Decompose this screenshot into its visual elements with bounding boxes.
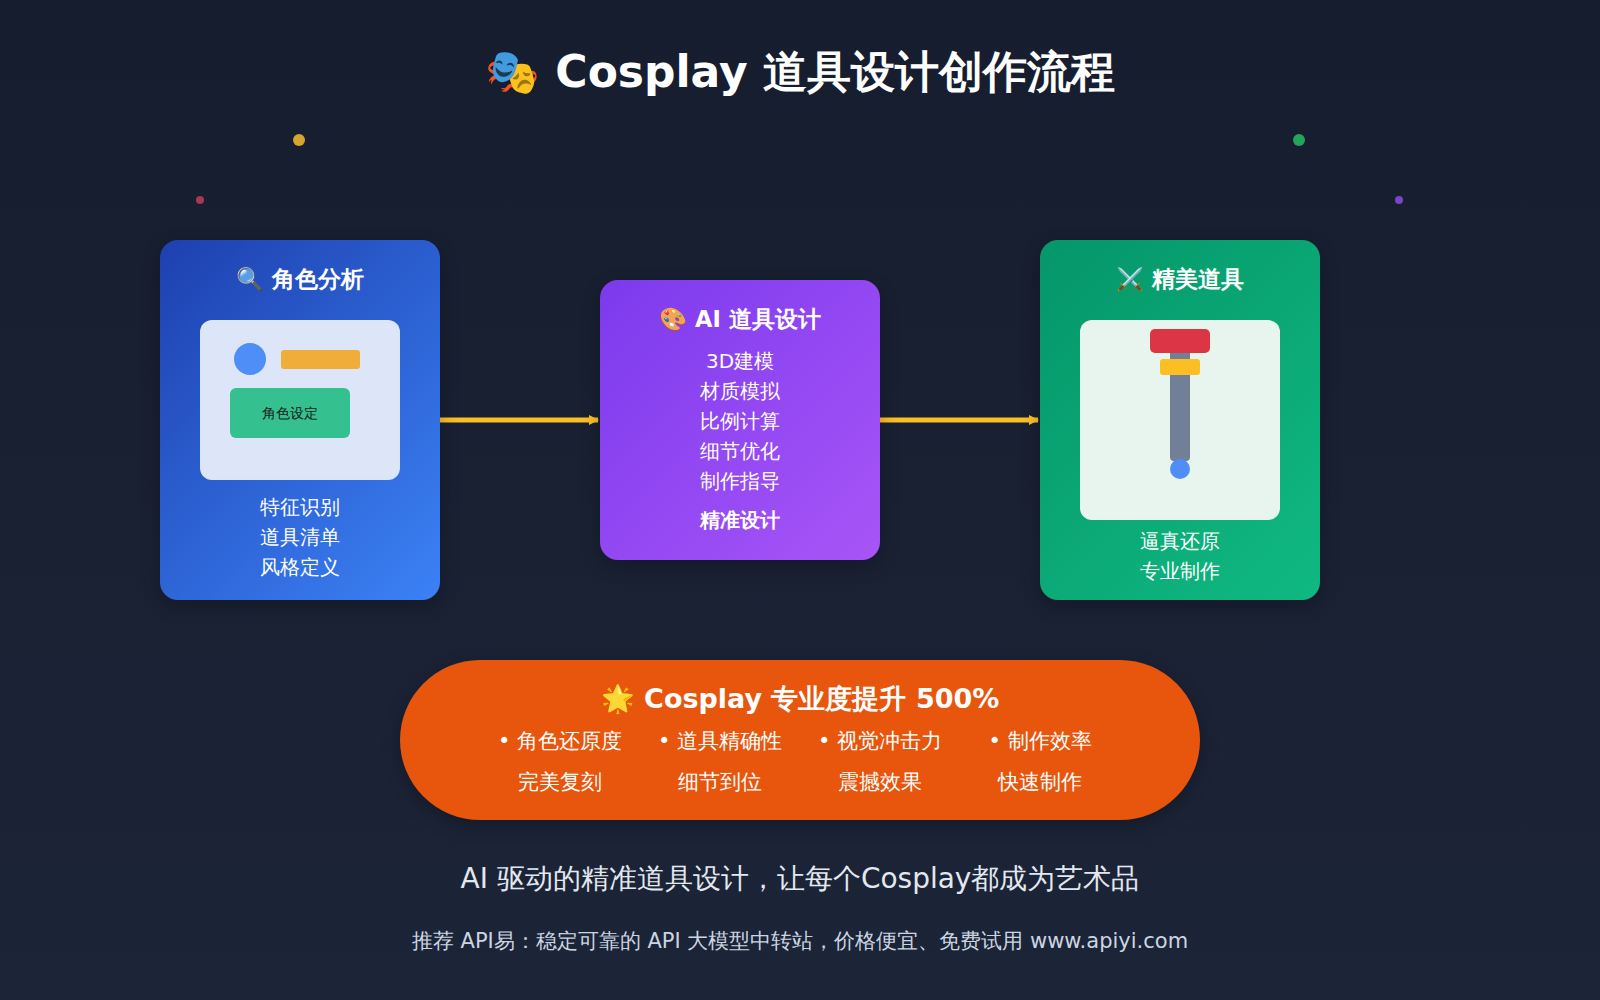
sword-illustration xyxy=(1080,320,1280,520)
name-bar xyxy=(281,350,360,369)
box-emphasis: 精准设计 xyxy=(600,506,880,536)
sword-pommel xyxy=(1170,459,1190,479)
benefit-pill: 🌟 Cosplay 专业度提升 500% • 角色还原度完美复刻• 道具精确性细节… xyxy=(400,660,1200,820)
box-body-lines: 3D建模 材质模拟 比例计算 细节优化 制作指导 xyxy=(700,346,780,496)
footer-note: 推荐 API易：稳定可靠的 API 大模型中转站，价格便宜、免费试用 www.a… xyxy=(0,926,1600,956)
metric-name: • 道具精确性 xyxy=(640,726,800,756)
box-heading: 🔍 角色分析 xyxy=(160,262,440,296)
box-body: 3D建模 材质模拟 比例计算 细节优化 制作指导 xyxy=(600,346,880,496)
result-box: ⚔️ 精美道具逼真还原 专业制作 xyxy=(1040,240,1320,600)
box-body-lines: 特征识别 道具清单 风格定义 xyxy=(260,492,340,582)
box-heading: 🎨 AI 道具设计 xyxy=(600,302,880,336)
setting-tag: 角色设定 xyxy=(230,388,350,438)
metric-value: 完美复刻 xyxy=(480,767,640,797)
box-body: 特征识别 道具清单 风格定义 xyxy=(160,492,440,582)
box-heading: ⚔️ 精美道具 xyxy=(1040,262,1320,296)
avatar-dot xyxy=(234,343,266,375)
flow-arrow xyxy=(440,418,598,423)
deco-dot xyxy=(1293,134,1305,146)
metric-name: • 制作效率 xyxy=(960,726,1120,756)
tag-text: 角色设定 xyxy=(230,388,350,438)
flow-arrow xyxy=(880,418,1038,423)
profile-card: 角色设定 xyxy=(200,320,400,480)
pill-heading: 🌟 Cosplay 专业度提升 500% xyxy=(400,680,1200,718)
diagram-title: 🎭 Cosplay 道具设计创作流程 xyxy=(0,44,1600,100)
sword-band xyxy=(1160,359,1200,375)
prop-panel xyxy=(1080,320,1280,520)
deco-dot xyxy=(293,134,305,146)
metric-value: 细节到位 xyxy=(640,767,800,797)
analysis-box: 角色设定 🔍 角色分析特征识别 道具清单 风格定义 xyxy=(160,240,440,600)
metric-value: 震撼效果 xyxy=(800,767,960,797)
sword-blade xyxy=(1170,339,1190,461)
caption: AI 驱动的精准道具设计，让每个Cosplay都成为艺术品 xyxy=(0,860,1600,898)
box-body: 逼真还原 专业制作 xyxy=(1040,526,1320,586)
sword-guard xyxy=(1150,329,1210,353)
deco-dot xyxy=(196,196,204,204)
box-body-lines: 逼真还原 专业制作 xyxy=(1140,526,1220,586)
metric-name: • 角色还原度 xyxy=(480,726,640,756)
deco-dot xyxy=(1395,196,1403,204)
metric-value: 快速制作 xyxy=(960,767,1120,797)
ai-design-box: 🎨 AI 道具设计 3D建模 材质模拟 比例计算 细节优化 制作指导精准设计 xyxy=(600,280,880,560)
metric-name: • 视觉冲击力 xyxy=(800,726,960,756)
